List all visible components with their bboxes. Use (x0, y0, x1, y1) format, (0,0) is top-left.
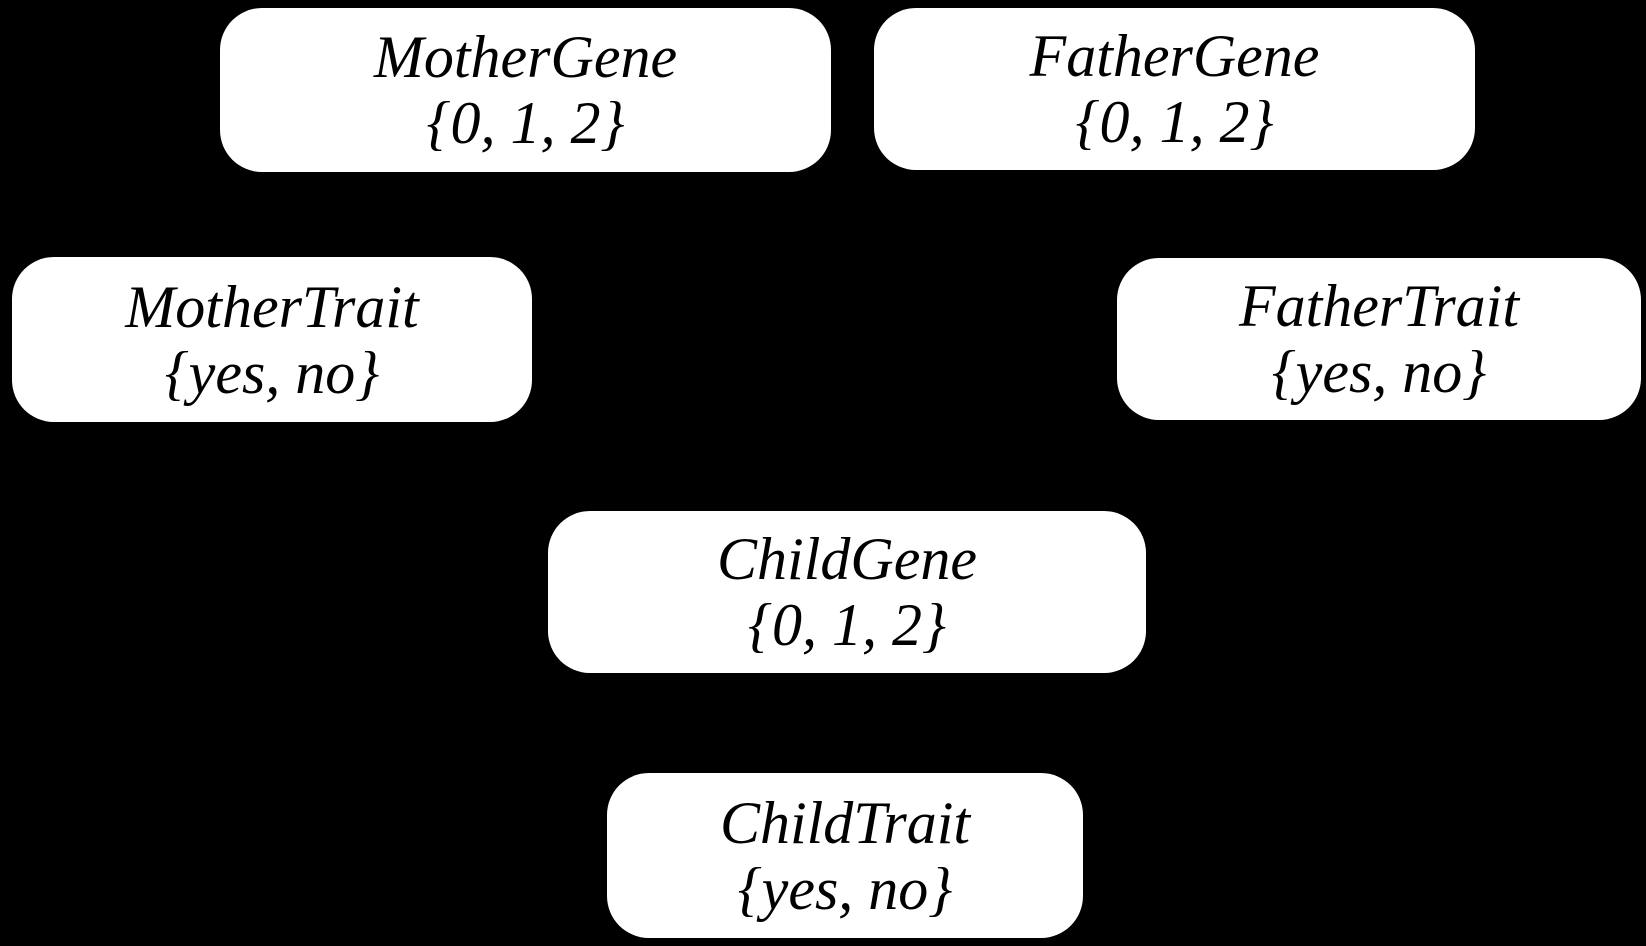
node-mother-gene-domain: {0, 1, 2} (426, 90, 625, 156)
node-child-gene: ChildGene {0, 1, 2} (548, 511, 1146, 673)
node-father-trait: FatherTrait {yes, no} (1117, 258, 1641, 420)
node-child-trait-title: ChildTrait (719, 789, 971, 856)
node-child-gene-title: ChildGene (717, 526, 977, 592)
node-mother-gene: MotherGene {0, 1, 2} (220, 8, 831, 172)
node-father-gene: FatherGene {0, 1, 2} (874, 8, 1475, 170)
node-father-trait-title: FatherTrait (1238, 273, 1520, 339)
node-child-gene-domain: {0, 1, 2} (748, 592, 946, 658)
node-mother-trait-domain: {yes, no} (164, 339, 380, 406)
node-child-trait-domain: {yes, no} (737, 855, 953, 922)
node-father-gene-domain: {0, 1, 2} (1075, 89, 1274, 155)
node-mother-gene-title: MotherGene (373, 24, 678, 90)
node-mother-trait: MotherTrait {yes, no} (12, 257, 532, 422)
node-child-trait: ChildTrait {yes, no} (607, 773, 1083, 938)
node-mother-trait-title: MotherTrait (125, 273, 419, 340)
node-father-trait-domain: {yes, no} (1271, 339, 1487, 405)
node-father-gene-title: FatherGene (1029, 23, 1320, 89)
